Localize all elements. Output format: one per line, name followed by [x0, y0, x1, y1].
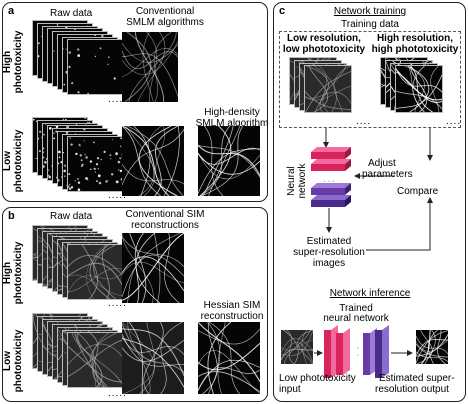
panel-b-conventional-image-low — [122, 322, 184, 394]
panel-b-ellipsis-high: ..... — [108, 298, 127, 309]
nn-layer-2 — [311, 159, 351, 164]
panel-b-hessian-heading-1: Hessian SIM — [203, 300, 261, 311]
arrow-estimated-to-compare — [366, 197, 433, 251]
panel-a-ellipsis-high: ..... — [108, 94, 127, 105]
svg-text:·: · — [357, 352, 359, 359]
panel-b-conventional-heading-1: Conventional SIM — [125, 209, 205, 220]
microscopy-texture — [68, 47, 122, 95]
panel-a-letter: a — [8, 5, 15, 17]
stack-frame — [67, 39, 123, 96]
panel-a-conventional-image-high — [122, 32, 178, 102]
nn-layer-4 — [311, 195, 351, 200]
high-res-ellipsis: .... — [446, 116, 462, 127]
microscopy-texture — [122, 322, 184, 394]
estimated-images-label-1: Estimated — [306, 236, 352, 247]
panel-b-ellipsis-low: ..... — [108, 388, 127, 399]
microscopy-texture — [122, 126, 184, 196]
panel-a-conventional-heading-2: SMLM algorithms — [126, 17, 204, 28]
panel-a-high-density-heading-2: SMLM algorithm — [195, 118, 269, 129]
panel-a-high-density-image — [198, 126, 260, 196]
neural-network-layers: · · · — [311, 147, 351, 207]
stack-frame — [67, 244, 123, 301]
neural-network-label: Neural network — [286, 161, 308, 201]
microscopy-texture — [68, 333, 122, 388]
panel-a-high-density-heading-1: High-density — [204, 107, 260, 118]
panel-b-raw-stack-low — [32, 313, 123, 398]
svg-text:·: · — [357, 345, 359, 352]
microscopy-texture — [416, 330, 448, 364]
panel-c — [273, 2, 466, 402]
panel-c-title: Network training — [333, 6, 407, 17]
panel-b-conventional-image-high — [122, 233, 184, 303]
inference-output-image — [416, 330, 448, 364]
stack-frame — [304, 65, 352, 114]
panel-b-hessian-image — [198, 322, 260, 394]
inference-network-layers: · · — [324, 325, 389, 378]
compare-label: Compare — [397, 186, 439, 197]
nn-layer-1 — [311, 147, 351, 152]
panel-a-raw-data-heading: Raw data — [50, 8, 93, 19]
stack-frame — [395, 65, 443, 114]
microscopy-texture — [198, 126, 260, 196]
training-data-box — [279, 31, 461, 128]
microscopy-texture — [122, 32, 178, 102]
panel-c-letter: c — [279, 5, 286, 17]
microscopy-texture — [281, 330, 313, 364]
adjust-parameters-label-2: parameters — [362, 169, 413, 180]
stack-frame — [67, 332, 123, 389]
microscopy-texture — [122, 233, 184, 303]
microscopy-texture — [305, 66, 351, 113]
high-res-training-stack — [380, 57, 450, 127]
estimated-images-label-2: super-resolution — [293, 247, 365, 258]
panel-b-letter: b — [8, 210, 15, 222]
panel-b-raw-data-heading: Raw data — [50, 211, 93, 222]
nn-layer-3 — [311, 183, 351, 188]
panel-b-conventional-heading-2: reconstructions — [131, 220, 199, 231]
low-res-heading-2: low phototoxicity — [282, 44, 366, 55]
trained-nn-label-2: neural network — [323, 313, 389, 324]
nn-dots: · · · — [324, 178, 335, 185]
panel-b — [2, 207, 268, 402]
trained-nn-label-1: Trained — [339, 303, 373, 314]
microscopy-texture — [68, 137, 122, 192]
high-res-heading-1: High resolution, — [376, 33, 454, 44]
microscopy-texture — [198, 322, 260, 394]
nn-label-1: Neural — [286, 166, 297, 196]
estimated-output-label-2: resolution output — [375, 384, 449, 395]
nn-layer-1-face — [311, 152, 345, 159]
estimated-images-label-3: images — [312, 258, 346, 269]
low-phototoxicity-input-label-1: Low phototoxicity — [279, 373, 356, 384]
nn-label-2: network — [297, 163, 308, 199]
low-res-ellipsis: .... — [356, 116, 372, 127]
training-data-heading: Training data — [341, 19, 399, 30]
microscopy-texture — [396, 66, 442, 113]
panel-a-conventional-image-low — [122, 126, 184, 196]
panel-a-raw-stack-high — [32, 20, 123, 105]
panel-a-conventional-heading-1: Conventional — [135, 6, 195, 17]
network-inference-heading: Network inference — [329, 288, 411, 299]
panel-a — [2, 2, 268, 202]
panel-b-hessian-heading-2: reconstruction — [200, 311, 264, 322]
low-phototoxicity-input-label-2: input — [279, 384, 301, 395]
panel-a-ellipsis-low: ..... — [108, 190, 127, 201]
microscopy-texture — [68, 245, 122, 300]
panel-a-raw-stack-low — [32, 117, 123, 202]
low-res-training-stack — [289, 57, 359, 127]
adjust-parameters-label-1: Adjust — [368, 158, 396, 169]
stack-frame — [67, 136, 123, 193]
low-res-heading-1: Low resolution, — [287, 33, 361, 44]
high-res-heading-2: high phototoxicity — [371, 44, 459, 55]
estimated-output-label-1: Estimated super- — [379, 373, 455, 384]
inference-input-image — [281, 330, 313, 364]
panel-b-raw-stack-high — [32, 225, 123, 310]
